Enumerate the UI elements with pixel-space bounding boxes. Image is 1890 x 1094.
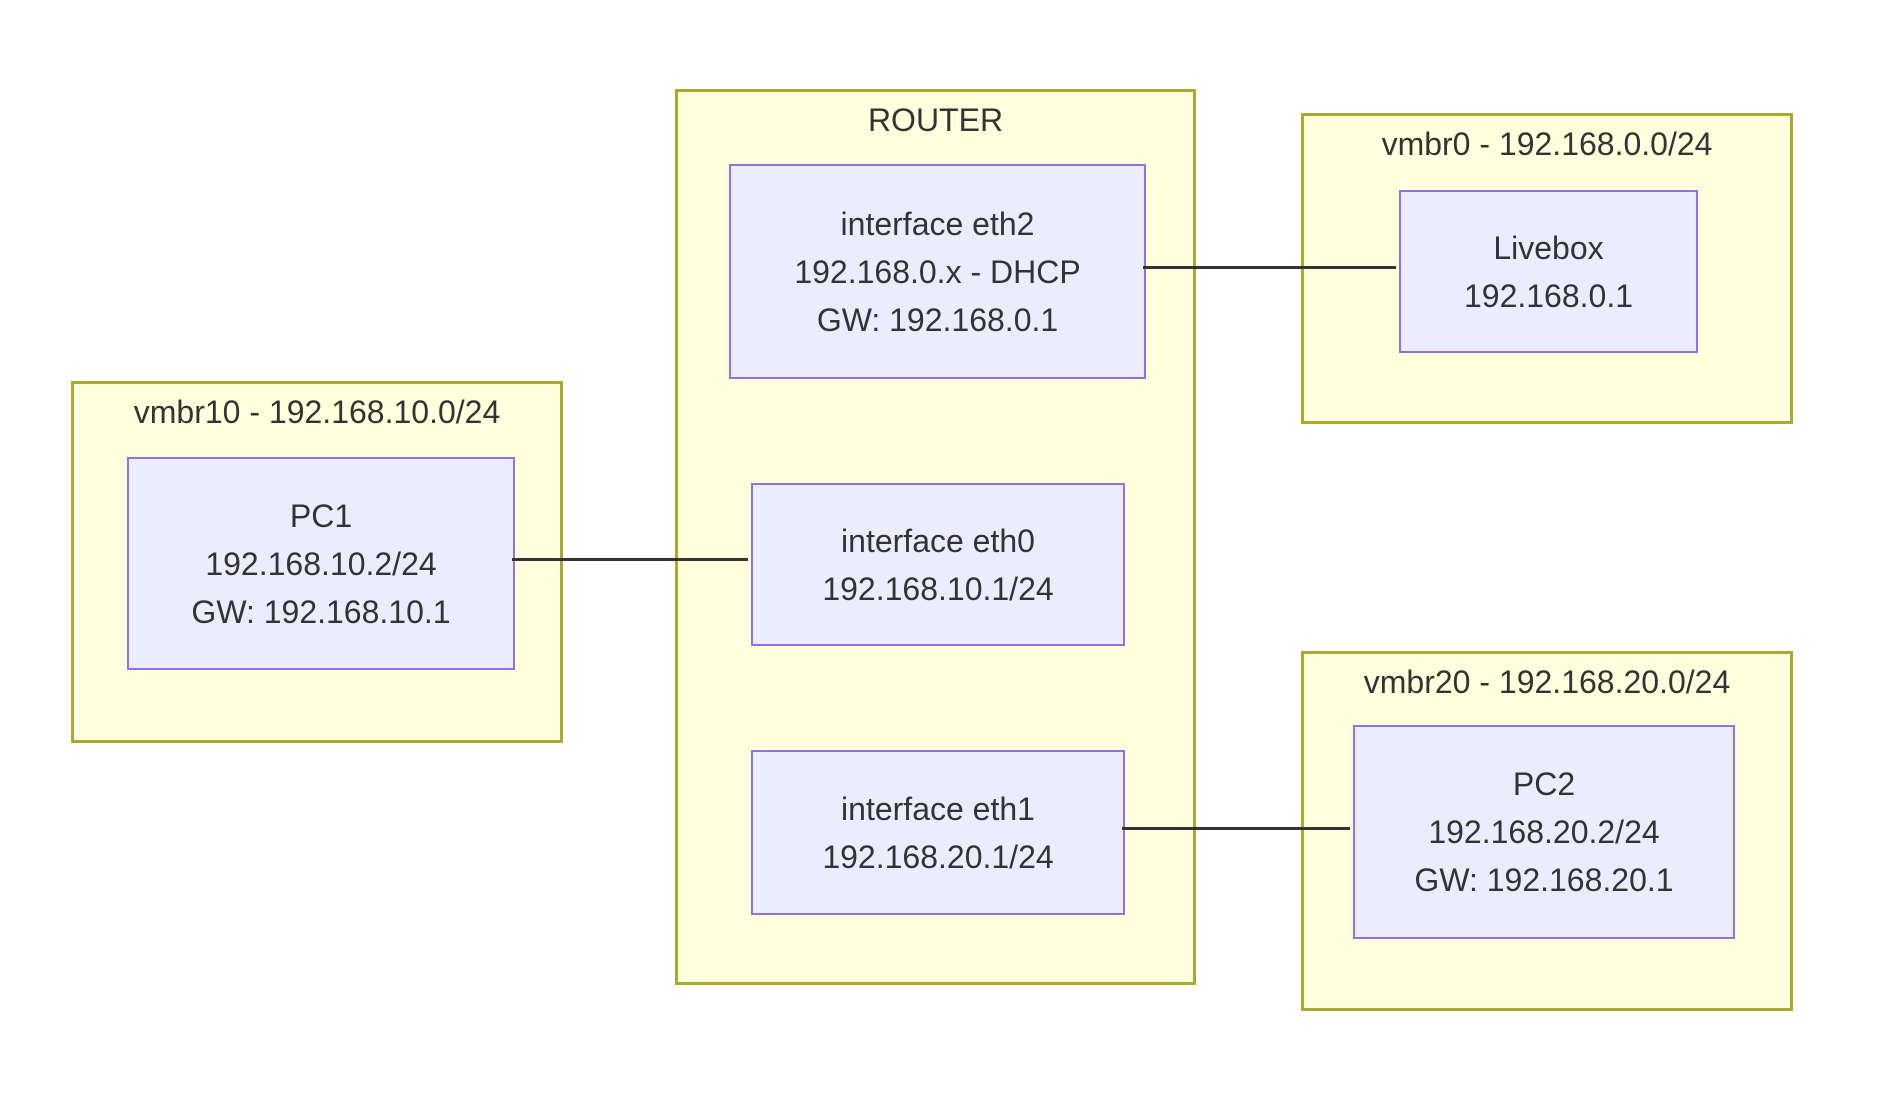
node-pc1: PC1 192.168.10.2/24 GW: 192.168.10.1 <box>127 457 515 670</box>
cluster-vmbr20-label: vmbr20 - 192.168.20.0/24 <box>1363 664 1731 700</box>
cluster-router: ROUTER interface eth2 192.168.0.x - DHCP… <box>675 89 1196 985</box>
cluster-vmbr0-label: vmbr0 - 192.168.0.0/24 <box>1381 126 1713 162</box>
node-livebox: Livebox 192.168.0.1 <box>1399 190 1698 353</box>
node-eth1-ip: 192.168.20.1/24 <box>822 838 1054 875</box>
node-pc1-gateway: GW: 192.168.10.1 <box>191 593 451 630</box>
node-eth0: interface eth0 192.168.10.1/24 <box>751 483 1125 646</box>
node-livebox-ip: 192.168.0.1 <box>1463 277 1634 314</box>
edge-eth1-pc2 <box>1122 827 1350 830</box>
node-eth1: interface eth1 192.168.20.1/24 <box>751 750 1125 915</box>
cluster-vmbr0: vmbr0 - 192.168.0.0/24 Livebox 192.168.0… <box>1301 113 1793 424</box>
node-eth2-gateway: GW: 192.168.0.1 <box>816 301 1059 338</box>
node-pc2-ip: 192.168.20.2/24 <box>1428 814 1660 850</box>
cluster-vmbr10: vmbr10 - 192.168.10.0/24 PC1 192.168.10.… <box>71 381 563 743</box>
node-eth0-ip: 192.168.10.1/24 <box>822 570 1054 607</box>
node-eth2-ip: 192.168.0.x - DHCP <box>794 253 1081 290</box>
node-pc2-title: PC2 <box>1512 766 1576 802</box>
edge-eth2-livebox <box>1143 266 1396 269</box>
node-pc1-title: PC1 <box>289 497 353 534</box>
node-pc2-gateway: GW: 192.168.20.1 <box>1414 862 1674 898</box>
node-eth2: interface eth2 192.168.0.x - DHCP GW: 19… <box>729 164 1146 379</box>
cluster-vmbr20: vmbr20 - 192.168.20.0/24 PC2 192.168.20.… <box>1301 651 1793 1011</box>
edge-pc1-eth0 <box>512 558 748 561</box>
node-eth2-title: interface eth2 <box>840 205 1035 242</box>
node-pc2: PC2 192.168.20.2/24 GW: 192.168.20.1 <box>1353 725 1735 939</box>
node-pc1-ip: 192.168.10.2/24 <box>205 545 437 582</box>
cluster-vmbr10-label: vmbr10 - 192.168.10.0/24 <box>133 394 501 430</box>
cluster-router-label: ROUTER <box>867 102 1004 138</box>
node-eth1-title: interface eth1 <box>841 790 1035 827</box>
node-eth0-title: interface eth0 <box>841 522 1035 559</box>
node-livebox-title: Livebox <box>1493 229 1604 266</box>
